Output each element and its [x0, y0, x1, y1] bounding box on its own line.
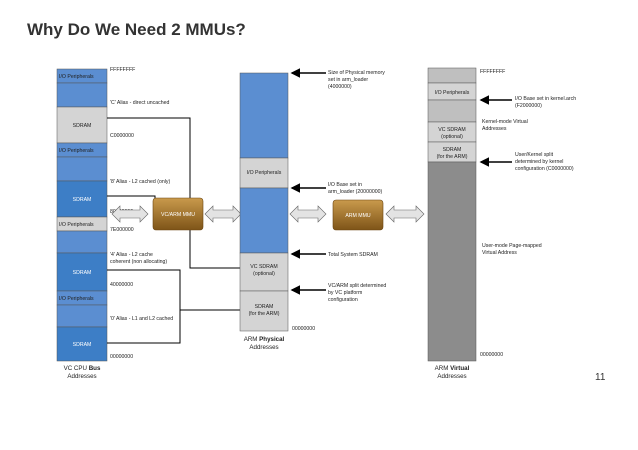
vc-address: 40000000 — [110, 282, 133, 288]
vc-block-label: SDRAM — [73, 270, 92, 276]
double-arrow-left — [111, 205, 149, 223]
arm-virtual-column: I/O Peripherals VC SDRAM (optional) SDRA… — [427, 67, 505, 380]
virt-block-label: (for the ARM) — [437, 154, 468, 160]
svg-text:I/O Base set in kernel.arch: I/O Base set in kernel.arch — [515, 96, 576, 102]
svg-text:Size of Physical memory: Size of Physical memory — [328, 70, 385, 76]
phys-block-label: SDRAM — [255, 304, 274, 310]
vc-bus-caption: VC CPU Bus — [64, 365, 101, 372]
phys-block-label: (for the ARM) — [249, 311, 280, 317]
svg-text:by VC platform: by VC platform — [328, 290, 362, 296]
vc-bus-column: I/O Peripherals SDRAM I/O Peripherals SD… — [56, 67, 173, 380]
vc-alias-label: 'C' Alias - direct uncached — [110, 100, 169, 106]
arrow-vc-mmu-to-physical — [204, 205, 242, 223]
connector-lines — [107, 117, 240, 344]
phys-block-label: (optional) — [253, 271, 275, 277]
vc-alias-label: '8' Alias - L2 cached (only) — [110, 179, 170, 185]
page-number: 11 — [595, 372, 606, 383]
vc-block-label: SDRAM — [73, 342, 92, 348]
virt-address-top: FFFFFFFF — [480, 69, 505, 75]
svg-text:User-mode Page-mapped: User-mode Page-mapped — [482, 243, 542, 249]
virt-caption-2: Addresses — [437, 373, 466, 380]
vc-alias-label: '4' Alias - L2 cache — [110, 252, 153, 258]
vc-address: C0000000 — [110, 133, 134, 139]
physical-notes: Size of Physical memory set in arm_loade… — [290, 68, 386, 303]
svg-text:I/O Base set in: I/O Base set in — [328, 182, 362, 188]
svg-text:set in arm_loader: set in arm_loader — [328, 77, 368, 83]
vc-sdram-block-2 — [56, 180, 108, 218]
svg-text:Virtual Address: Virtual Address — [482, 250, 517, 256]
phys-caption-2: Addresses — [249, 344, 278, 351]
vc-sdram-block-3 — [56, 252, 108, 292]
vc-block-label: SDRAM — [73, 197, 92, 203]
svg-text:configuration (C0000000): configuration (C0000000) — [515, 166, 574, 172]
vc-bus-caption-2: Addresses — [67, 373, 96, 380]
arrow-arm-mmu-to-virtual — [385, 205, 425, 223]
vc-sdram-block-4 — [56, 326, 108, 362]
svg-text:ARM MMU: ARM MMU — [345, 213, 371, 219]
phys-caption: ARM Physical — [244, 336, 285, 343]
vc-block-label: I/O Peripherals — [59, 296, 94, 302]
svg-text:Total System SDRAM: Total System SDRAM — [328, 252, 378, 258]
svg-text:configuration: configuration — [328, 297, 358, 303]
vc-address: FFFFFFFF — [110, 67, 135, 73]
svg-text:determined by kernel: determined by kernel — [515, 159, 563, 165]
vc-block-label: I/O Peripherals — [59, 222, 94, 228]
svg-text:arm_loader (20000000): arm_loader (20000000) — [328, 189, 382, 195]
phys-io-block — [239, 157, 289, 189]
virt-user-space — [427, 161, 477, 362]
virt-block-label: VC SDRAM — [438, 127, 465, 133]
phys-sdram-block — [239, 290, 289, 332]
vc-block-label: SDRAM — [73, 123, 92, 129]
phys-vc-sdram-block — [239, 252, 289, 292]
svg-text:Kernel-mode Virtual: Kernel-mode Virtual — [482, 119, 528, 125]
virt-block-label: I/O Peripherals — [435, 90, 470, 96]
arm-physical-column: I/O Peripherals VC SDRAM (optional) SDRA… — [239, 72, 315, 351]
arm-mmu: ARM MMU — [332, 199, 384, 231]
vc-arm-mmu: VC/ARM MMU — [152, 197, 204, 231]
vc-block-label: I/O Peripherals — [59, 74, 94, 80]
virt-block-label: (optional) — [441, 134, 463, 140]
vc-address: 7E000000 — [110, 227, 134, 233]
virt-caption: ARM Virtual — [435, 365, 470, 372]
svg-text:VC/ARM MMU: VC/ARM MMU — [161, 212, 195, 218]
vc-block-label: I/O Peripherals — [59, 148, 94, 154]
virt-address-bottom: 00000000 — [480, 352, 503, 358]
arrow-physical-to-arm-mmu — [289, 205, 327, 223]
vc-alias-label: '0' Alias - L1 and L2 cached — [110, 316, 173, 322]
vc-address: 00000000 — [110, 354, 133, 360]
phys-address-bottom: 00000000 — [292, 326, 315, 332]
svg-text:(F2000000): (F2000000) — [515, 103, 542, 109]
phys-block-label: I/O Peripherals — [247, 170, 282, 176]
phys-block-label: VC SDRAM — [250, 264, 277, 270]
vc-alias-label: coherent (non allocating) — [110, 259, 167, 265]
virtual-notes: I/O Base set in kernel.arch (F2000000) K… — [479, 95, 576, 256]
svg-text:User/Kernel split: User/Kernel split — [515, 152, 554, 158]
svg-text:VC/ARM split determined: VC/ARM split determined — [328, 283, 386, 289]
svg-text:Addresses: Addresses — [482, 126, 507, 132]
vc-sdram-block-1 — [56, 106, 108, 144]
svg-text:(4000000): (4000000) — [328, 84, 352, 90]
virt-block-label: SDRAM — [443, 147, 462, 153]
slide-title: Why Do We Need 2 MMUs? — [27, 20, 246, 39]
